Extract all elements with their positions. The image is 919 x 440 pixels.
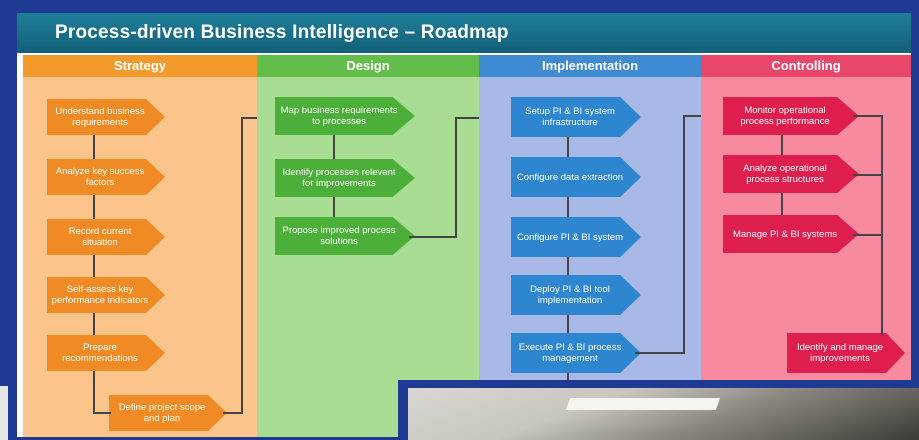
ceiling-light xyxy=(565,398,721,410)
connector xyxy=(241,117,243,414)
step-execute-management: Execute PI & BI process management xyxy=(511,333,641,373)
step-manage-systems: Manage PI & BI systems xyxy=(723,215,859,253)
slide-title: Process-driven Business Intelligence – R… xyxy=(17,13,911,53)
step-setup-infrastructure: Setup PI & BI system infrastructure xyxy=(511,97,641,137)
column-header-controlling: Controlling xyxy=(701,55,911,77)
connector xyxy=(93,255,95,277)
connector xyxy=(93,313,95,335)
connector xyxy=(93,195,95,219)
step-identify-improvements: Identify and manage improvements xyxy=(787,333,905,373)
connector xyxy=(635,352,685,354)
step-map-requirements: Map business requirements to processes xyxy=(275,97,415,135)
step-deploy-tool: Deploy PI & BI tool implementation xyxy=(511,275,641,315)
column-design: Design Map business requirements to proc… xyxy=(257,55,479,437)
connector xyxy=(781,193,783,215)
connector xyxy=(683,115,685,354)
step-propose-solutions: Propose improved process solutions xyxy=(275,217,415,255)
connector xyxy=(881,115,883,335)
step-configure-extraction: Configure data extraction xyxy=(511,157,641,197)
step-prepare-recommendations: Prepare recommendations xyxy=(47,335,165,371)
connector xyxy=(853,174,883,176)
connector xyxy=(455,117,457,238)
roadmap-slide: Process-driven Business Intelligence – R… xyxy=(14,10,914,440)
connector xyxy=(241,117,257,119)
connector xyxy=(781,135,783,155)
connector xyxy=(333,197,335,217)
step-analyze-success-factors: Analyze key success factors xyxy=(47,159,165,195)
step-configure-system: Configure PI & BI system xyxy=(511,217,641,257)
room-photo xyxy=(408,388,919,440)
connector xyxy=(567,315,569,333)
step-record-situation: Record current situation xyxy=(47,219,165,255)
column-strategy: Strategy Understand business requirement… xyxy=(23,55,257,437)
connector xyxy=(567,197,569,217)
step-define-scope: Define project scope and plan xyxy=(109,395,227,431)
connector xyxy=(853,234,883,236)
step-self-assess-kpis: Self-assess key performance indicators xyxy=(47,277,165,313)
connector xyxy=(93,371,95,413)
step-monitor-performance: Monitor operational process performance xyxy=(723,97,859,135)
column-header-design: Design xyxy=(257,55,479,77)
connector xyxy=(223,412,243,414)
connector xyxy=(683,115,707,117)
connector xyxy=(853,115,883,117)
connector xyxy=(93,412,111,414)
column-header-strategy: Strategy xyxy=(23,55,257,77)
connector xyxy=(409,236,457,238)
column-implementation: Implementation Setup PI & BI system infr… xyxy=(479,55,707,437)
column-controlling: Controlling Monitor operational process … xyxy=(701,55,911,437)
step-identify-processes: Identify processes relevant for improvem… xyxy=(275,159,415,197)
connector xyxy=(93,135,95,159)
connector xyxy=(455,117,479,119)
step-analyze-structures: Analyze operational process structures xyxy=(723,155,859,193)
step-understand-requirements: Understand business requirements xyxy=(47,99,165,135)
column-header-implementation: Implementation xyxy=(479,55,701,77)
background-window-edge xyxy=(0,386,8,440)
connector xyxy=(567,137,569,157)
overlay-photo xyxy=(398,380,919,440)
connector xyxy=(333,135,335,159)
connector xyxy=(567,257,569,275)
